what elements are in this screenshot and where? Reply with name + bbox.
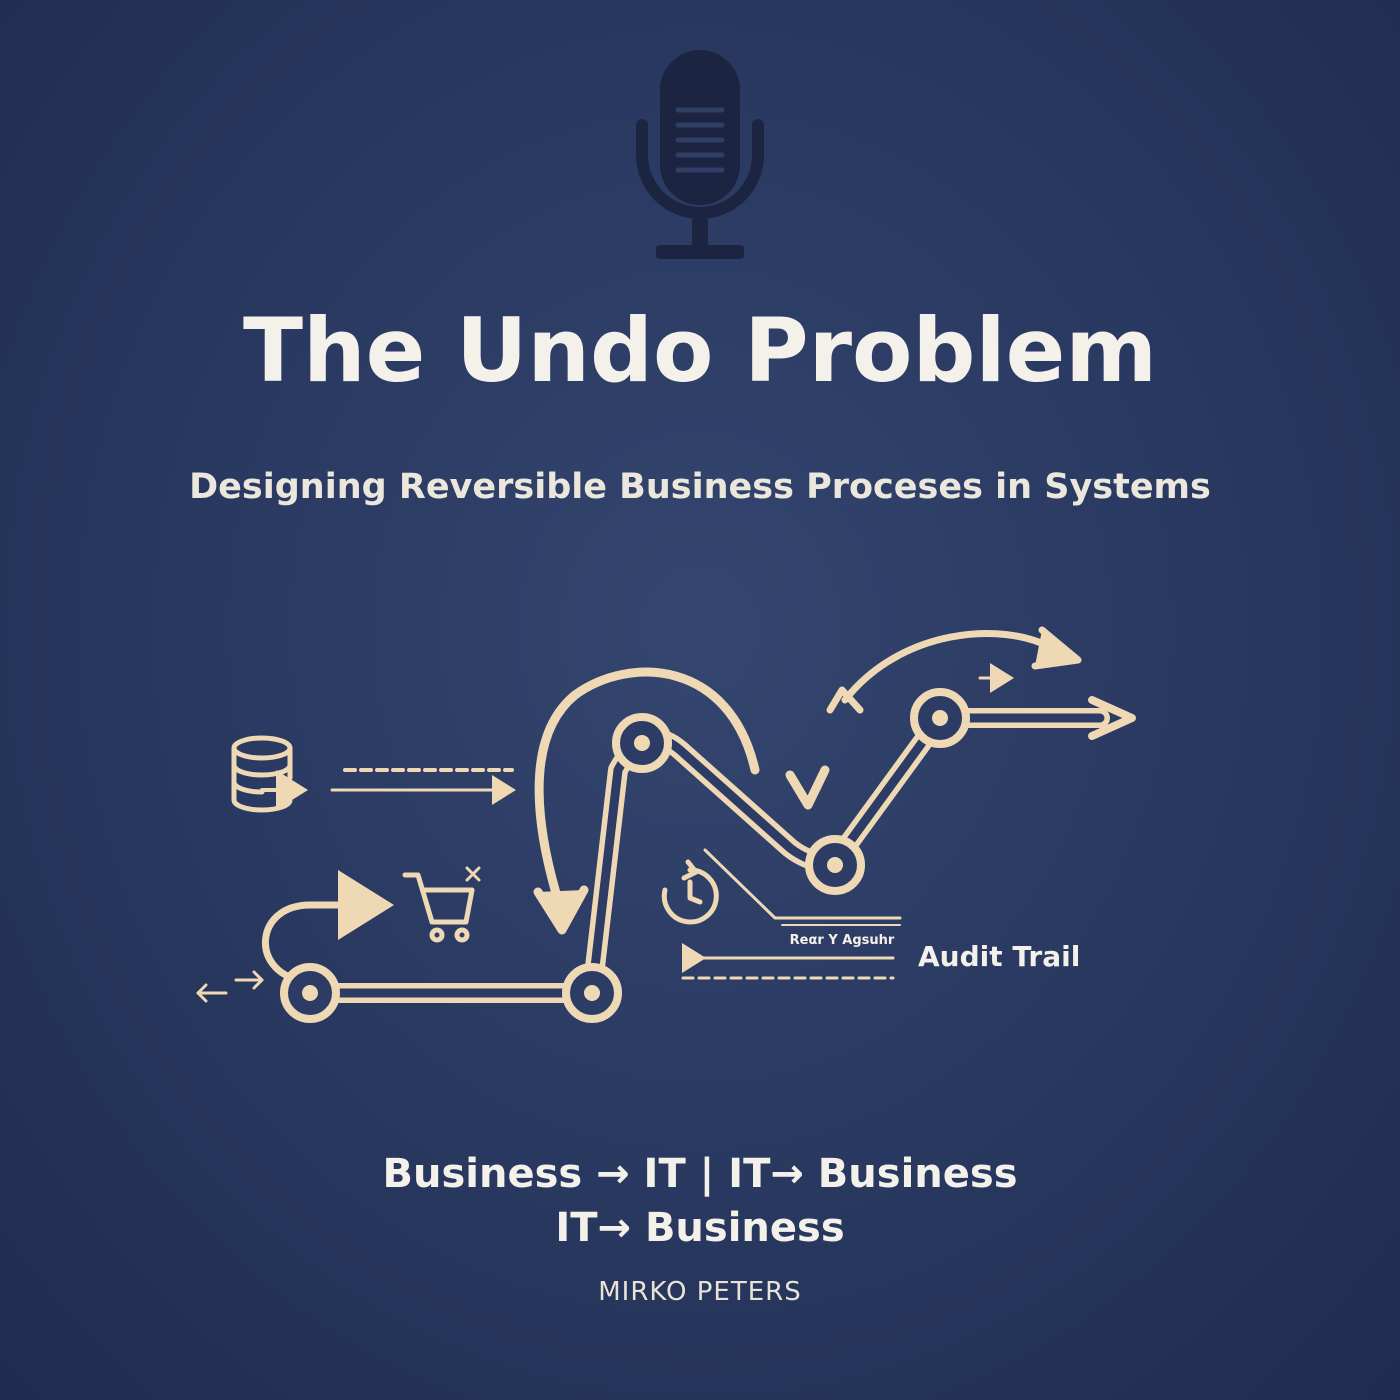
process-flow-diagram: Reαr Y Agsuhr Audit Trail xyxy=(196,626,1136,1023)
audit-small-label: Reαr Y Agsuhr xyxy=(790,933,895,948)
history-clock-icon xyxy=(661,859,719,925)
microphone-icon xyxy=(636,50,764,259)
database-icon xyxy=(231,735,308,813)
shopping-cart-icon xyxy=(402,866,481,943)
audit-trail-label: Audit Trail xyxy=(918,940,1080,973)
page-title: The Undo Problem xyxy=(242,299,1158,402)
bidirectional-arrow-icon xyxy=(196,970,264,1003)
direction-line-2: IT→ Business xyxy=(555,1205,845,1251)
direction-line-1: Business → IT | IT→ Business xyxy=(382,1151,1018,1197)
author-name: MIRKO PETERS xyxy=(598,1277,802,1307)
page-subtitle: Designing Reversible Business Proceses i… xyxy=(189,467,1211,507)
